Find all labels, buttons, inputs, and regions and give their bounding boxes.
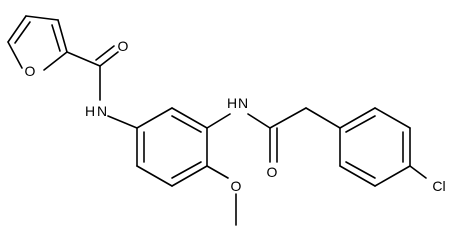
bonds (7, 15, 427, 226)
atom-carbonyl-oxygen-2: O (267, 164, 278, 180)
bond-furan-c3-c4-double (51, 24, 61, 52)
bond-ch2-ring (305, 107, 341, 129)
bond-ring-n2 (206, 113, 231, 129)
atom-labels: O O H N H N O O Cl (25, 38, 446, 194)
bond-ring-b1-b2-double (345, 115, 376, 133)
bond-furan-c1-c2-double (14, 21, 31, 44)
bond-ring-b4-b5 (374, 165, 411, 187)
bond-ring-b1-b2 (339, 107, 376, 129)
bond-furan-c4-o (43, 51, 68, 71)
atom-amide-nitrogen-2: N (238, 95, 248, 111)
bond-carbonyl-c-o-1 (99, 51, 119, 67)
bond-furan-c2-c3 (25, 15, 59, 21)
bond-ring-cl (409, 165, 427, 179)
atom-amide-hydrogen-1: H (85, 103, 95, 119)
bond-n1-ring (107, 115, 138, 129)
atom-chlorine: Cl (432, 178, 445, 194)
atom-furan-oxygen: O (25, 63, 36, 79)
bond-furan-c3-c4 (57, 19, 68, 53)
bond-carbonyl-c-ch2 (269, 107, 307, 129)
bond-n2-carbonyl-c (247, 113, 271, 129)
bond-ring-a2-a3-double (171, 115, 202, 133)
bond-ring-b5-b6 (339, 165, 376, 187)
atom-amide-nitrogen-1: N (97, 103, 107, 119)
bond-ring-a1-a2 (136, 107, 173, 129)
bond-ring-a2-a3 (171, 107, 208, 129)
bond-ring-b5-b6-double (345, 161, 376, 179)
bond-ring-a5-a6 (136, 165, 173, 187)
bond-c4-carbonyl-c (66, 51, 101, 67)
molecule-structure: O O H N H N O O Cl (7, 15, 446, 226)
bond-furan-o-c1 (7, 41, 23, 69)
bond-ring-b2-b3 (374, 107, 411, 129)
atom-carbonyl-oxygen-1: O (118, 38, 129, 54)
bond-ring-methoxy-o (206, 165, 229, 179)
bond-ring-a4-a5-double (171, 161, 202, 179)
bond-furan-c1-c2 (7, 15, 27, 43)
atom-methoxy-oxygen: O (231, 178, 242, 194)
bond-ring-a4-a5 (171, 165, 208, 187)
atom-amide-hydrogen-2: H (227, 95, 237, 111)
bond-carbonyl-c-o-1-double (95, 45, 115, 61)
